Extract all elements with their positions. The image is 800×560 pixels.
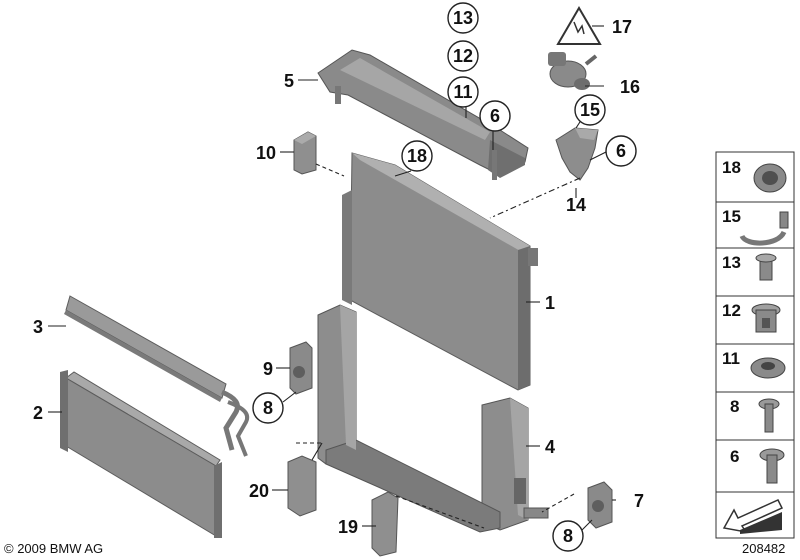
mount-part-9 bbox=[289, 341, 313, 395]
direction-arrow-icon bbox=[722, 499, 784, 534]
legend-label-12: 12 bbox=[722, 301, 741, 320]
callout-6-right: 6 bbox=[616, 141, 626, 161]
radiator-part bbox=[342, 152, 538, 391]
callout-18: 18 bbox=[407, 146, 427, 166]
callout-12: 12 bbox=[453, 46, 473, 66]
diagram-number: 208482 bbox=[742, 541, 786, 556]
condenser-part bbox=[64, 295, 250, 457]
callout-15: 15 bbox=[580, 100, 600, 120]
callout-9: 9 bbox=[263, 359, 273, 379]
grommet-icon bbox=[753, 163, 787, 193]
electric-pump-part bbox=[548, 52, 598, 90]
callout-2: 2 bbox=[33, 403, 43, 423]
flange-bolt-icon bbox=[759, 448, 785, 484]
callout-17: 17 bbox=[612, 17, 632, 37]
callout-4: 4 bbox=[545, 437, 555, 457]
washer-icon bbox=[750, 357, 786, 379]
mount-part-19 bbox=[371, 491, 399, 557]
callout-3: 3 bbox=[33, 317, 43, 337]
callout-7: 7 bbox=[634, 491, 644, 511]
expansion-rivet-icon bbox=[755, 253, 777, 281]
copyright-text: © 2009 BMW AG bbox=[4, 541, 104, 556]
callout-20: 20 bbox=[249, 481, 269, 501]
callout-labels: 13 12 11 6 15 6 18 8 8 17 16 5 10 14 1 4… bbox=[33, 8, 644, 546]
callout-6-top: 6 bbox=[490, 106, 500, 126]
mount-part-7 bbox=[523, 481, 613, 529]
callout-16: 16 bbox=[620, 77, 640, 97]
upper-bracket-part bbox=[317, 49, 529, 180]
spreader-nut-icon bbox=[751, 303, 781, 333]
legend-label-6: 6 bbox=[730, 447, 739, 466]
callout-8-right: 8 bbox=[563, 526, 573, 546]
lower-cooler-part bbox=[60, 370, 222, 538]
callout-5: 5 bbox=[284, 71, 294, 91]
callout-8-left: 8 bbox=[263, 398, 273, 418]
legend-label-15: 15 bbox=[722, 207, 741, 226]
electrical-warning-icon bbox=[556, 6, 602, 45]
legend-label-11: 11 bbox=[722, 349, 740, 368]
screw-icon bbox=[758, 398, 780, 433]
legend-label-13: 13 bbox=[722, 253, 741, 272]
lower-frame-part bbox=[317, 304, 529, 533]
expansion-bracket-part bbox=[555, 127, 599, 181]
mount-part-10 bbox=[293, 131, 317, 175]
callout-19: 19 bbox=[338, 517, 358, 537]
legend-label-8: 8 bbox=[730, 397, 739, 416]
hose-clamp-icon bbox=[739, 211, 789, 246]
callout-10: 10 bbox=[256, 143, 276, 163]
callout-13: 13 bbox=[453, 8, 473, 28]
callout-14: 14 bbox=[566, 195, 586, 215]
callout-1: 1 bbox=[545, 293, 555, 313]
mount-part-20 bbox=[287, 455, 317, 517]
legend-label-18: 18 bbox=[722, 158, 741, 177]
callout-11: 11 bbox=[453, 82, 472, 102]
fastener-legend: 18 15 13 12 11 8 6 bbox=[715, 151, 795, 539]
callout-circles bbox=[252, 2, 637, 552]
